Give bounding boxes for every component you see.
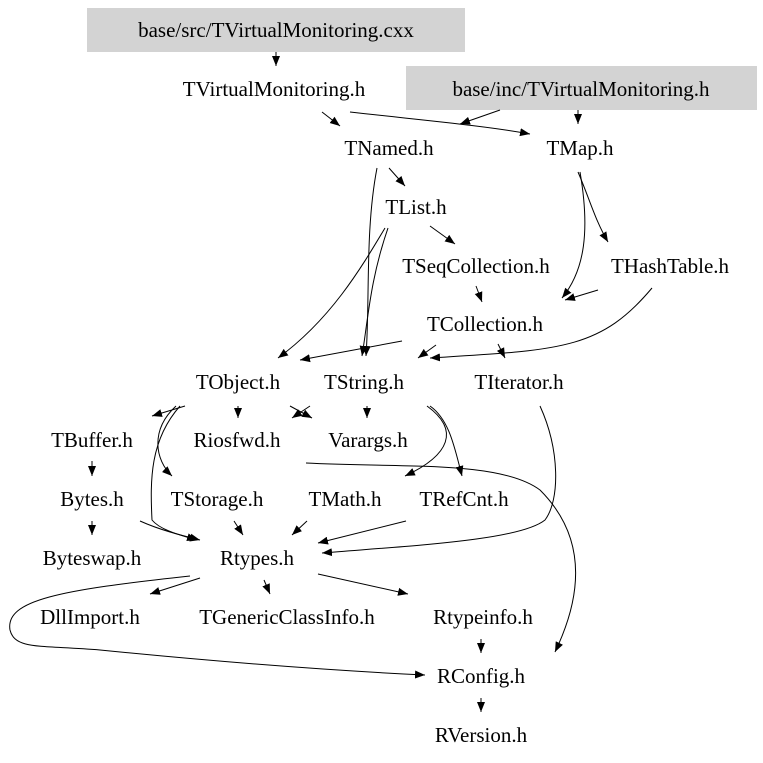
edge (362, 167, 378, 357)
node-tmap[interactable]: TMap.h (546, 136, 614, 160)
node-thashtable[interactable]: THashTable.h (611, 254, 730, 278)
edge (305, 462, 577, 653)
edge (151, 405, 186, 417)
edges (9, 52, 653, 712)
node-src-cxx[interactable]: base/src/TVirtualMonitoring.cxx (138, 18, 414, 42)
node-tmath[interactable]: TMath.h (309, 487, 382, 511)
edge (577, 171, 609, 243)
edge (474, 285, 483, 303)
node-inc-h[interactable]: base/inc/TVirtualMonitoring.h (452, 77, 710, 101)
node-tcollection[interactable]: TCollection.h (427, 312, 544, 336)
edge (429, 225, 456, 245)
edge (157, 405, 177, 477)
source-file-box (87, 8, 465, 52)
edge (496, 343, 506, 359)
node-riosfwd[interactable]: Riosfwd.h (194, 428, 281, 452)
edge (388, 167, 406, 187)
edge (150, 405, 198, 542)
node-byteswap[interactable]: Byteswap.h (43, 546, 142, 570)
edge (233, 520, 244, 536)
edge (359, 227, 389, 357)
node-rconfig[interactable]: RConfig.h (437, 664, 526, 688)
edge (459, 109, 501, 125)
edge (561, 171, 586, 299)
edge (317, 520, 407, 545)
edge (317, 573, 409, 596)
edge (404, 405, 447, 477)
node-rversion[interactable]: RVersion.h (435, 723, 528, 747)
edge (321, 111, 341, 127)
node-tseqcollection[interactable]: TSeqCollection.h (402, 254, 550, 278)
edge (262, 579, 271, 595)
node-tobject[interactable]: TObject.h (196, 370, 281, 394)
edge (429, 287, 653, 362)
edge (289, 405, 313, 419)
header-file-box (406, 66, 757, 110)
edge (139, 520, 201, 542)
node-trefcnt[interactable]: TRefCnt.h (419, 487, 509, 511)
edge (349, 111, 531, 137)
nodes: base/src/TVirtualMonitoring.cxx TVirtual… (40, 18, 729, 747)
node-tlist[interactable]: TList.h (385, 195, 447, 219)
edge (277, 227, 386, 359)
node-rtypes[interactable]: Rtypes.h (220, 546, 295, 570)
node-varargs[interactable]: Varargs.h (328, 428, 408, 452)
edge (564, 289, 599, 301)
edge (149, 577, 201, 595)
node-tgenericclassinfo[interactable]: TGenericClassInfo.h (199, 605, 375, 629)
node-tstorage[interactable]: TStorage.h (171, 487, 264, 511)
edge (321, 405, 557, 557)
edge (417, 344, 437, 359)
edge (299, 340, 403, 363)
node-tstring[interactable]: TString.h (324, 370, 404, 394)
node-titerator[interactable]: TIterator.h (474, 370, 564, 394)
node-tvirtualmonitoring-h[interactable]: TVirtualMonitoring.h (183, 77, 366, 101)
edge (9, 575, 426, 679)
node-tbuffer[interactable]: TBuffer.h (51, 428, 133, 452)
node-dllimport[interactable]: DllImport.h (40, 605, 140, 629)
node-tnamed[interactable]: TNamed.h (344, 136, 434, 160)
node-rtypeinfo[interactable]: Rtypeinfo.h (433, 605, 533, 629)
edge (291, 520, 308, 536)
node-bytes[interactable]: Bytes.h (60, 487, 124, 511)
